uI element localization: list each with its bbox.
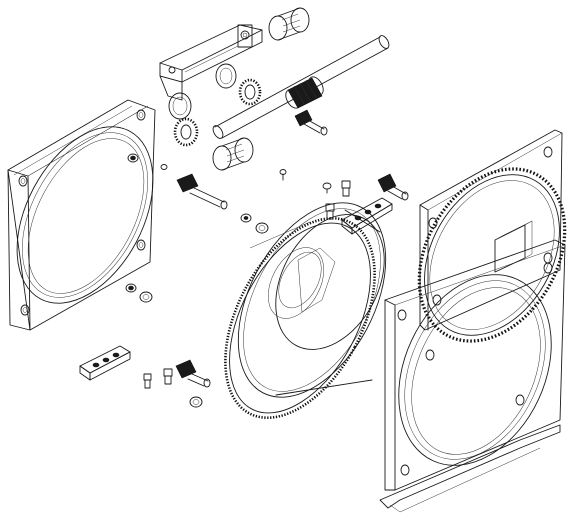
nut — [160, 164, 168, 170]
pinion-gear-lower — [173, 117, 199, 147]
thrust-ring-lower — [168, 92, 192, 120]
screws-and-nuts — [125, 153, 351, 408]
screw — [279, 169, 287, 181]
right-side-plate — [379, 239, 566, 513]
ring-gear-teeth — [224, 216, 376, 420]
nut — [139, 291, 153, 303]
hex-bolt — [163, 368, 173, 385]
spindle-bolt-right — [377, 173, 409, 201]
motor-bracket — [159, 24, 263, 101]
nut — [189, 396, 203, 408]
screw — [125, 283, 137, 293]
spindle-bolt-middle — [176, 173, 228, 210]
worm-screw — [285, 76, 324, 109]
ring-gear-drum — [224, 202, 387, 420]
thrust-ring-upper — [215, 63, 237, 89]
spindle-bolt-lower — [175, 359, 211, 388]
spindle-bolt-upper — [294, 109, 328, 136]
roller-bearing-top — [268, 7, 310, 41]
upper-right-plate — [419, 129, 563, 331]
hex-bolt — [325, 203, 335, 220]
guide-clip-right — [341, 197, 393, 235]
left-side-plate — [7, 99, 156, 331]
pinion-gear-upper — [238, 78, 262, 106]
right-plate-mounting-holes — [397, 252, 553, 476]
nut — [240, 213, 252, 223]
large-spur-gear — [417, 167, 567, 343]
nut — [255, 222, 269, 234]
hex-bolt — [143, 373, 152, 389]
screw — [127, 153, 139, 163]
guide-clip-left — [79, 345, 131, 381]
roller-bearing-lower — [212, 137, 254, 171]
hex-bolt — [341, 180, 351, 197]
left-plate-mounting-holes — [18, 109, 146, 316]
screw — [322, 182, 332, 194]
